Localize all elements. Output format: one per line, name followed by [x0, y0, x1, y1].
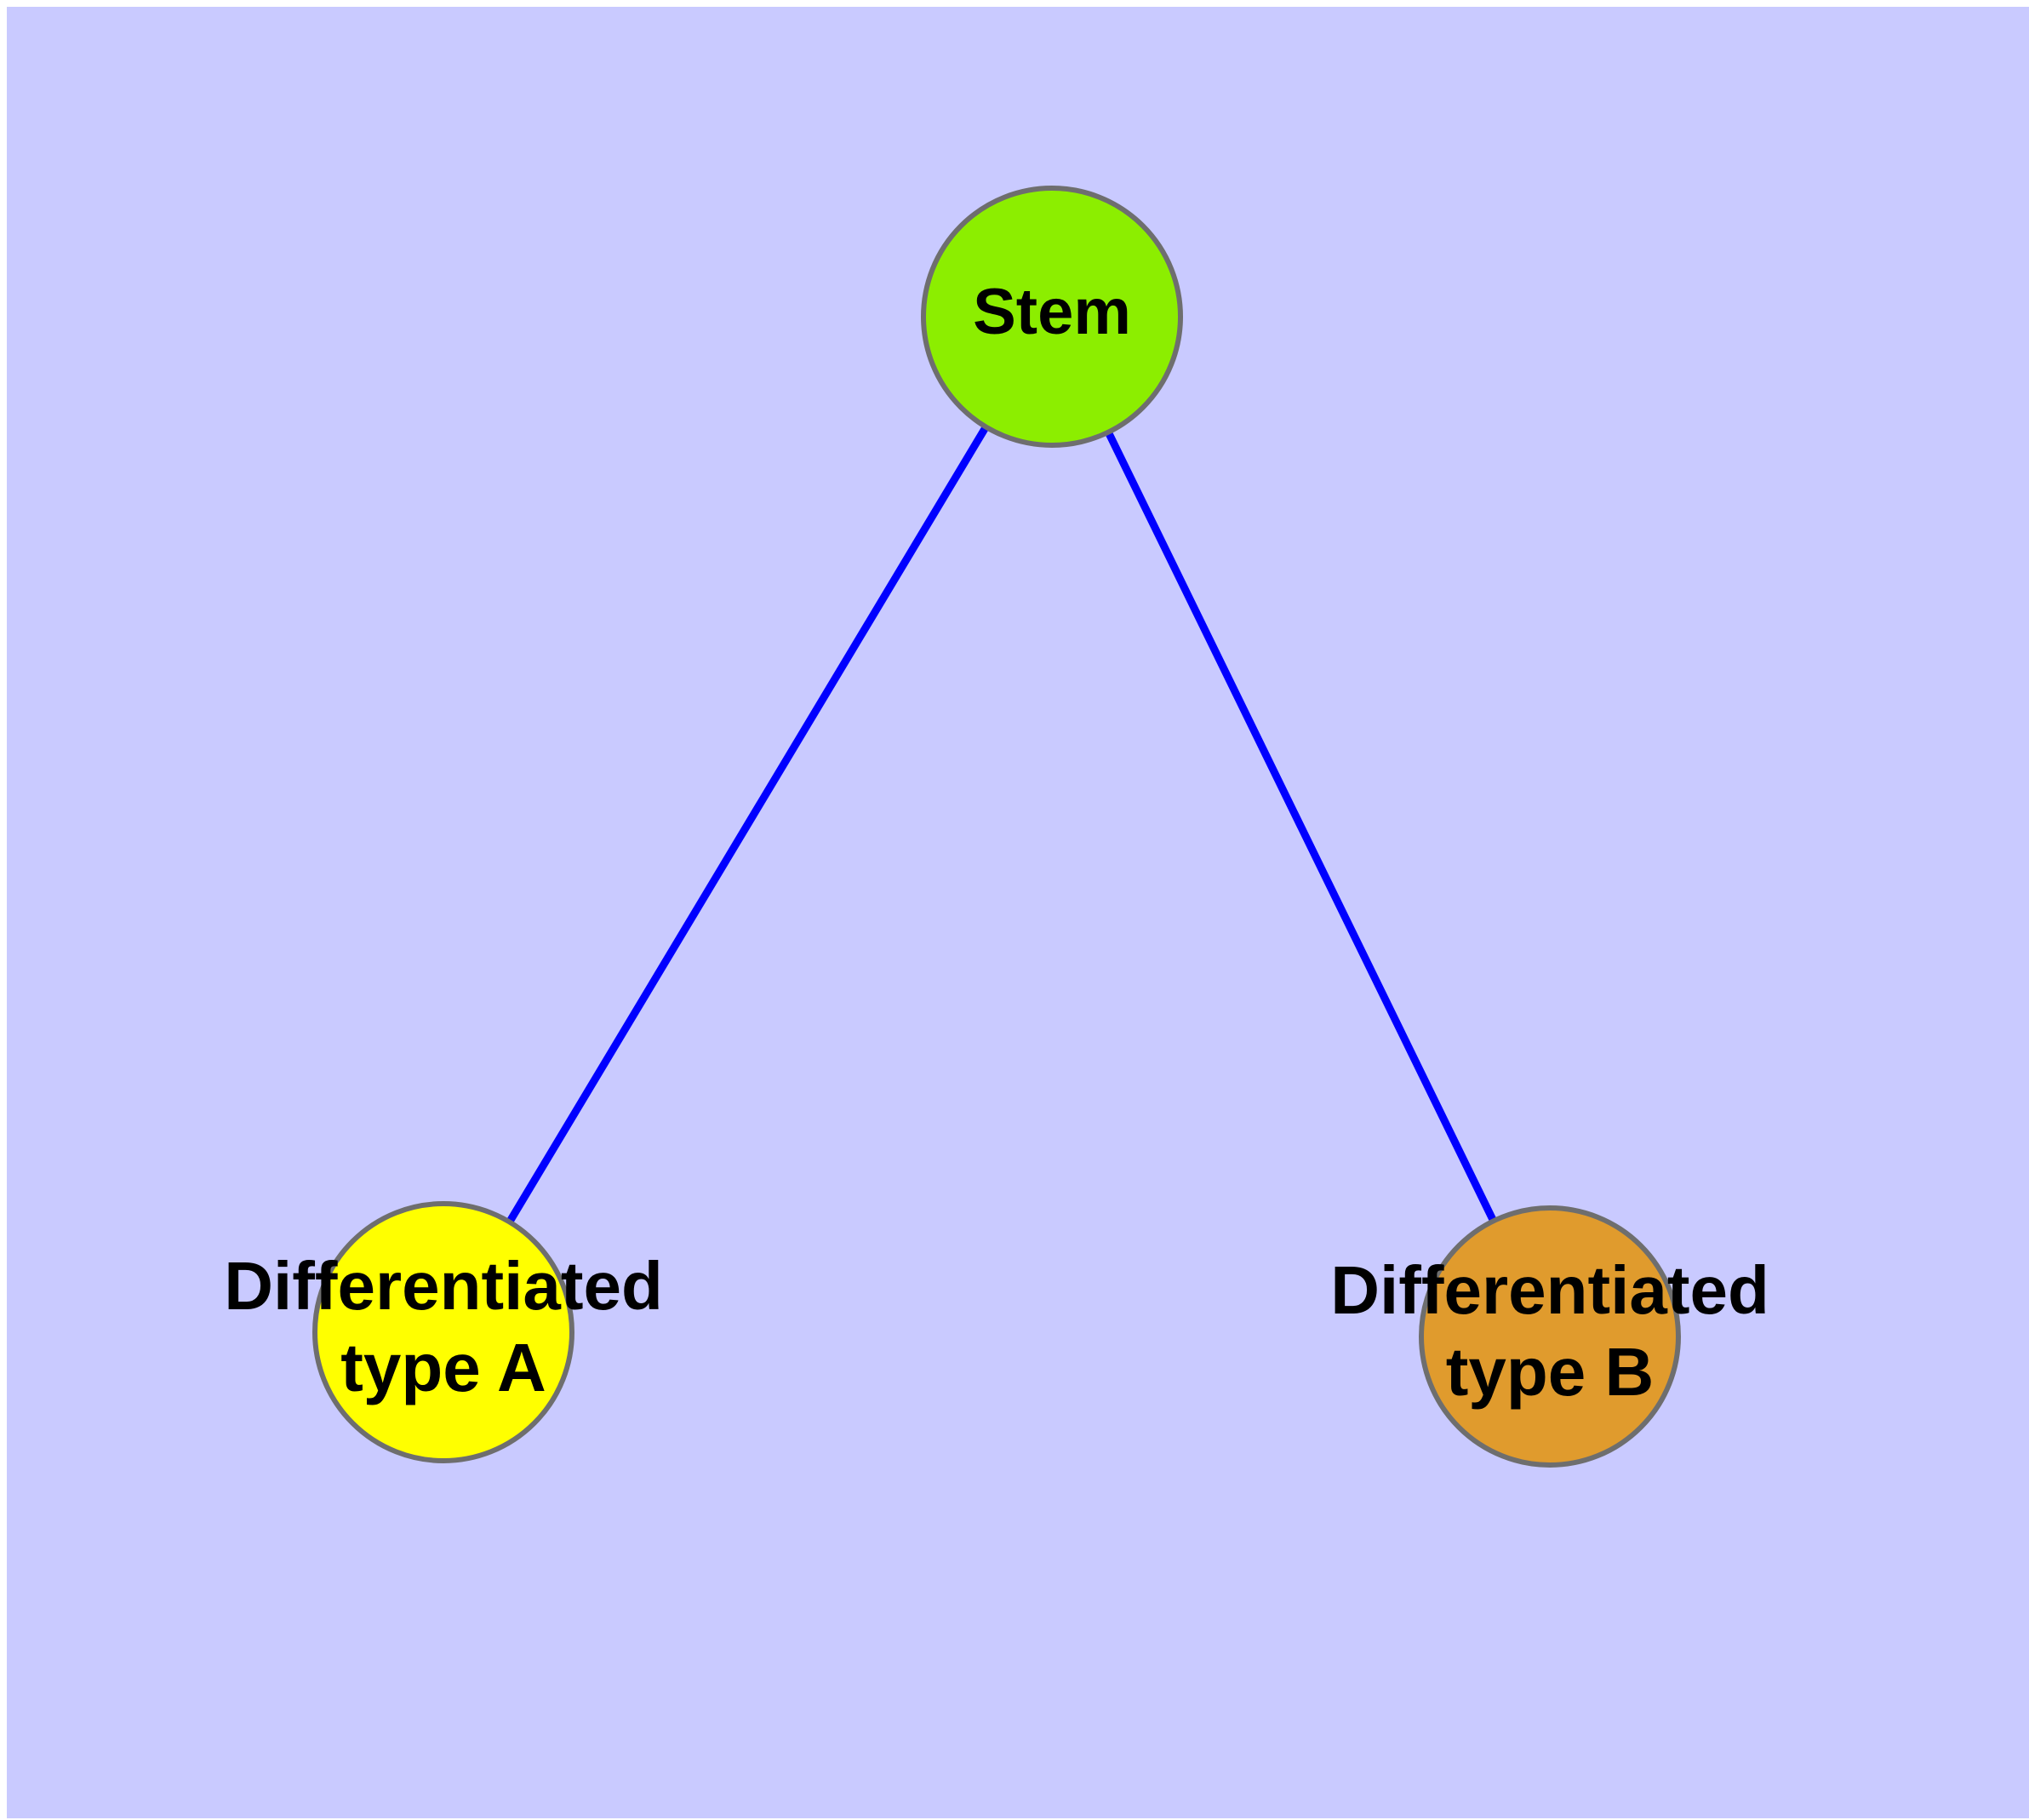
graph-node-label-stem: Stem: [973, 276, 1131, 348]
graph-node-label-line: Differentiated: [1330, 1252, 1769, 1328]
graph-edge-stem-to-diff_a: [440, 314, 1055, 1335]
graph-node-label-line: type A: [340, 1330, 546, 1405]
graph-edge-stem-to-diff_b: [1048, 315, 1554, 1338]
graph-node-label-line: Stem: [973, 276, 1131, 348]
graph-node-label-line: Differentiated: [224, 1248, 663, 1324]
nodes-group: [312, 186, 1681, 1468]
edges-group: [440, 314, 1554, 1338]
graph-node-diff_b[interactable]: [1419, 1205, 1681, 1468]
graph-node-stem[interactable]: [921, 186, 1183, 448]
graph-node-diff_a[interactable]: [312, 1201, 574, 1463]
graph-node-label-line: type B: [1446, 1334, 1655, 1410]
